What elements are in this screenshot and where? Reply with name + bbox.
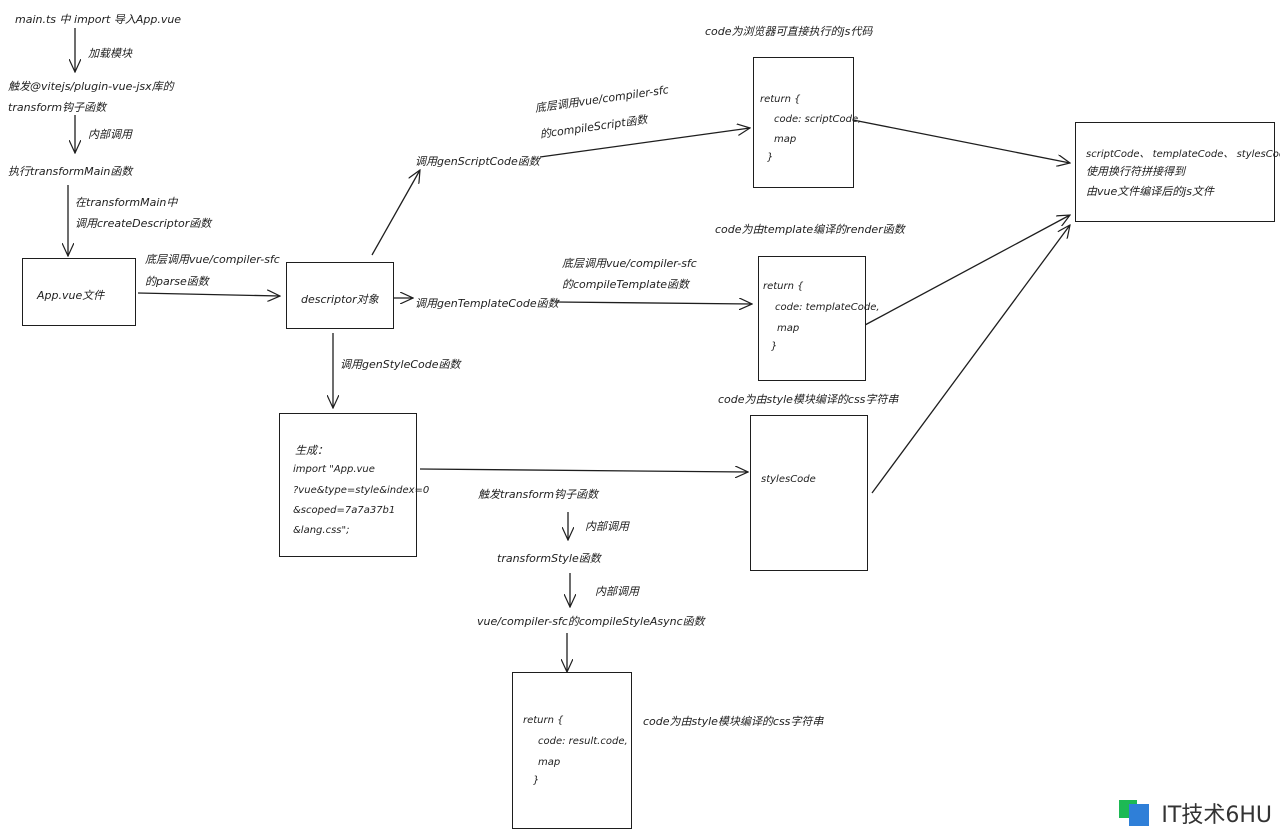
label-load-module: 加载模块 (88, 47, 132, 60)
app-vue-label: App.vue文件 (37, 289, 105, 302)
style-chain-trigger: 触发transform钩子函数 (478, 488, 599, 501)
step-trigger-plugin: 触发@vitejs/plugin-vue-jsx库的 (8, 80, 174, 93)
style-result-label: code为由style模块编译的css字符串 (643, 715, 824, 728)
descriptor-box: descriptor对象 (286, 262, 394, 329)
code-line: map (777, 323, 800, 334)
gen-style-call: 调用genStyleCode函数 (340, 358, 461, 371)
label-in-transform-main: 在transformMain中 (75, 196, 178, 209)
parse-label-2: 的parse函数 (145, 275, 209, 288)
gen-template-call: 调用genTemplateCode函数 (415, 297, 559, 310)
arrow-script-to-final (852, 119, 1070, 163)
gen-script-call: 调用genScriptCode函数 (415, 155, 540, 168)
step-import: main.ts 中 import 导入App.vue (15, 13, 182, 26)
style-result-box: return { code: result.code, map } (512, 672, 632, 829)
code-line: map (774, 134, 797, 145)
style-chain-call-1: 内部调用 (585, 520, 629, 533)
step-transform-hook: transform钩子函数 (8, 101, 107, 114)
arrow-to-gen-script (371, 170, 420, 256)
code-line: code: scriptCode, (774, 114, 862, 125)
descriptor-label: descriptor对象 (301, 293, 379, 306)
final-line: 由vue文件编译后的js文件 (1086, 185, 1215, 198)
code-line: return { (760, 94, 801, 105)
parse-label-1: 底层调用vue/compiler-sfc (145, 253, 280, 266)
final-output-box: scriptCode、 templateCode、 stylesCode 使用换… (1075, 122, 1280, 222)
code-line: code: result.code, (538, 736, 628, 747)
logo-icon (1119, 800, 1155, 826)
generate-line: &lang.css"; (293, 525, 350, 536)
code-line: } (533, 775, 540, 786)
arrow-styles-to-final (871, 225, 1070, 494)
generate-line: &scoped=7a7a37b1 (293, 505, 396, 516)
template-heading: code为由template编译的render函数 (715, 223, 905, 236)
code-line: return { (523, 715, 564, 726)
step-transform-main: 执行transformMain函数 (8, 165, 133, 178)
watermark-logo: IT技术6HU (1119, 797, 1272, 829)
final-line: 使用换行符拼接得到 (1086, 165, 1185, 178)
code-line: } (771, 341, 778, 352)
generate-import-box: 生成： import "App.vue ?vue&type=style&inde… (279, 413, 429, 557)
script-return-box: return { code: scriptCode, map } (753, 57, 861, 188)
code-line: code: templateCode, (775, 302, 880, 313)
code-line: return { (763, 281, 804, 292)
arrow-generate-to-styles (419, 469, 748, 472)
style-chain-transform-style: transformStyle函数 (497, 552, 601, 565)
styles-code-box: stylesCode (750, 415, 868, 571)
label-internal-call: 内部调用 (88, 128, 132, 141)
app-vue-box: App.vue文件 (22, 258, 136, 326)
generate-line: import "App.vue (293, 464, 375, 475)
style-heading: code为由style模块编译的css字符串 (718, 393, 899, 406)
arrow-compile-script (539, 128, 750, 158)
style-chain-compile-async: vue/compiler-sfc的compileStyleAsync函数 (477, 615, 705, 628)
watermark-text: IT技术6HU (1161, 803, 1272, 828)
compile-template-label-1: 底层调用vue/compiler-sfc (562, 257, 697, 270)
styles-code-label: stylesCode (761, 474, 816, 485)
script-heading: code为浏览器可直接执行的js代码 (705, 25, 873, 38)
arrow-template-to-final (864, 215, 1070, 326)
generate-line: ?vue&type=style&index=0 (293, 485, 430, 496)
template-return-box: return { code: templateCode, map } (758, 256, 880, 381)
style-chain-call-2: 内部调用 (595, 585, 639, 598)
label-create-descriptor: 调用createDescriptor函数 (75, 217, 212, 230)
arrow-compile-template (555, 302, 752, 304)
code-line: } (767, 152, 774, 163)
final-line: scriptCode、 templateCode、 stylesCode (1086, 149, 1280, 160)
code-line: map (538, 757, 561, 768)
generate-line: 生成： (295, 444, 328, 457)
compile-template-label-2: 的compileTemplate函数 (562, 278, 690, 291)
arrow-parse (137, 293, 280, 296)
